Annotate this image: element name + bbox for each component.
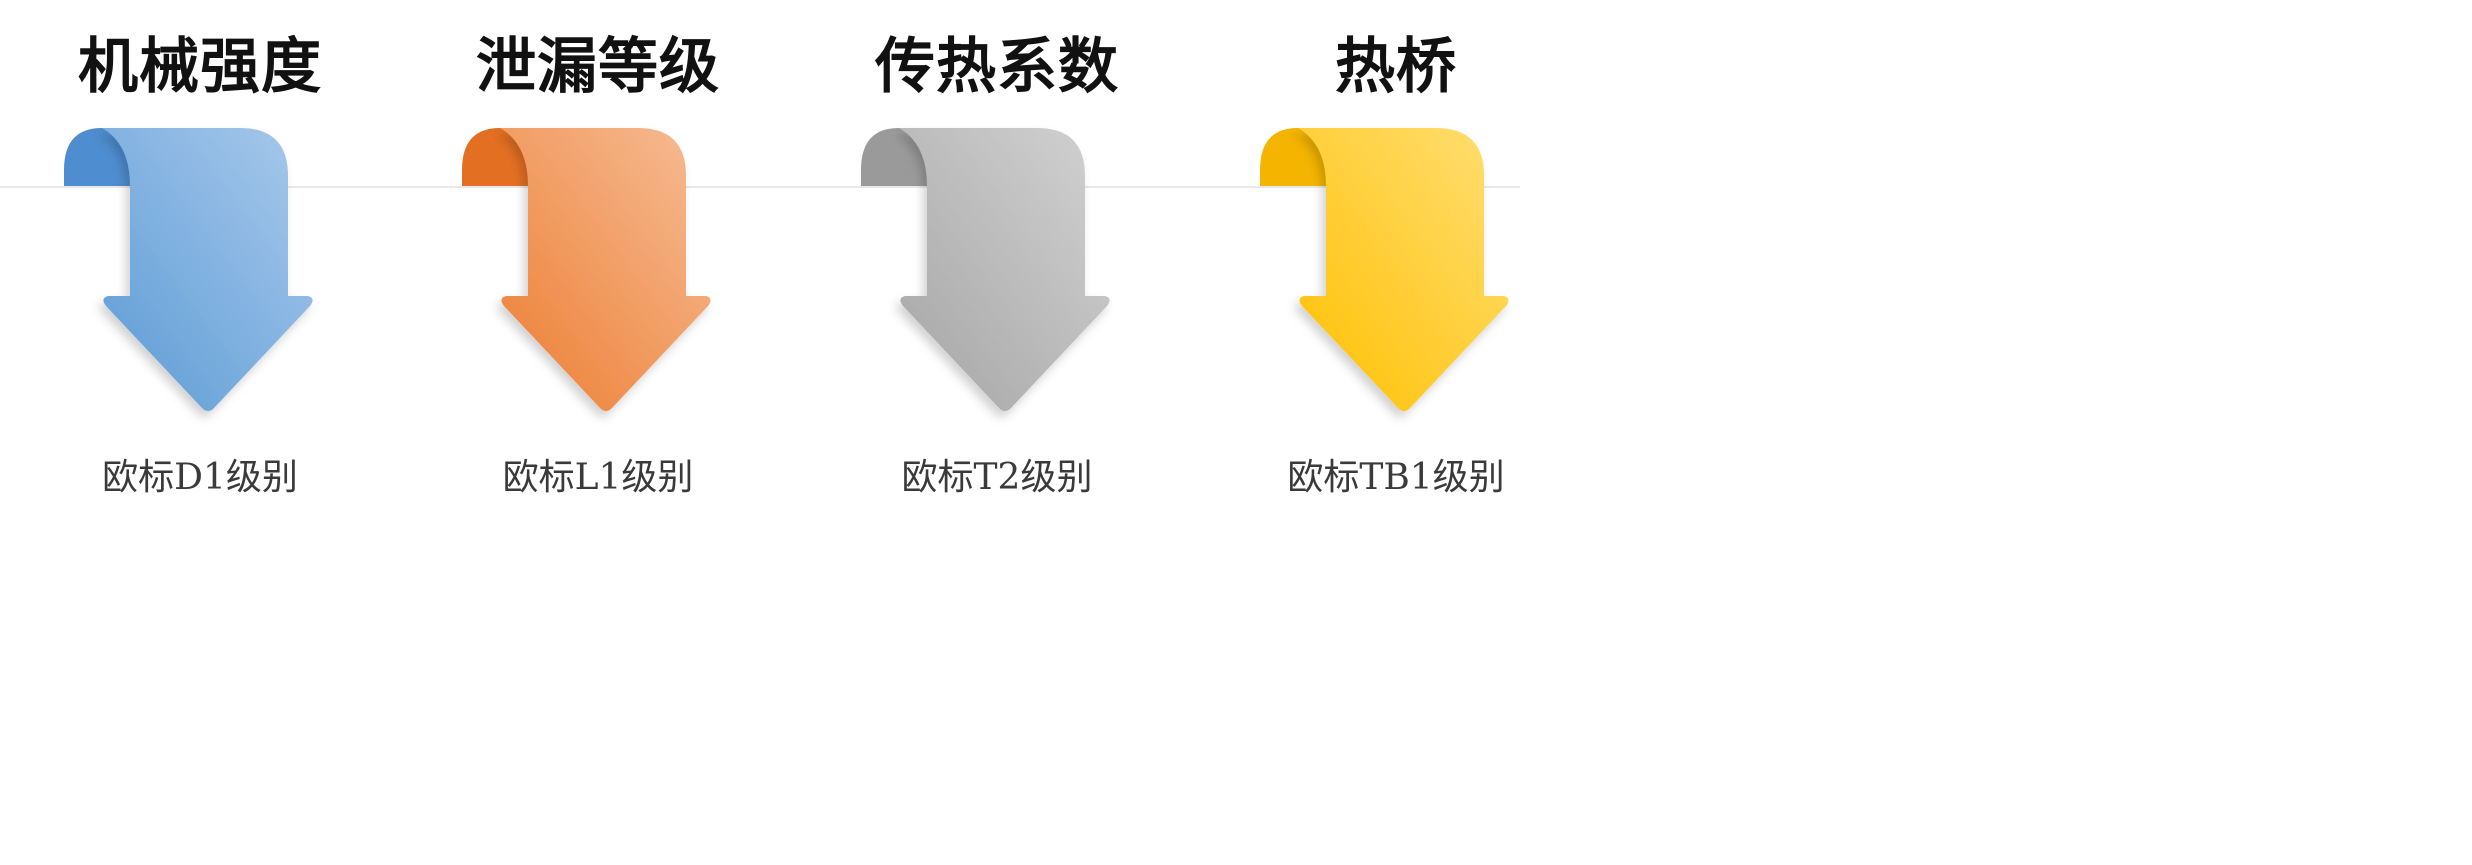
down-arrow-icon: [861, 128, 1110, 411]
horizontal-divider: [0, 186, 1520, 188]
item-mechanical-strength: 机械强度 欧标D1级别: [0, 0, 400, 543]
down-arrow-icon: [64, 128, 313, 411]
arrow-body: [500, 128, 711, 411]
item-caption: 欧标D1级别: [102, 457, 298, 498]
item-title: 机械强度: [78, 32, 322, 102]
arrow-curl: [462, 128, 530, 186]
arrow-curl: [1260, 128, 1328, 186]
arrow-body: [102, 128, 313, 411]
down-arrow-icon: [1260, 128, 1509, 411]
item-caption: 欧标TB1级别: [1287, 457, 1505, 498]
item-title: 热桥: [1335, 32, 1457, 102]
arrow-curl: [64, 128, 132, 186]
down-arrow-icon: [462, 128, 711, 411]
item-caption: 欧标L1级别: [502, 457, 694, 498]
item-heat-transfer-coefficient: 传热系数 欧标T2级别: [797, 0, 1197, 543]
arrow-body: [1298, 128, 1509, 411]
item-caption: 欧标T2级别: [901, 457, 1093, 498]
item-title: 泄漏等级: [476, 32, 720, 102]
item-title: 传热系数: [875, 32, 1119, 102]
item-thermal-bridge: 热桥 欧标TB1级别: [1196, 0, 1596, 543]
diagram-stage: 机械强度 欧标D1级别 泄漏等级 欧标L1级别 传热系数 欧标T2级别 热桥 欧…: [0, 0, 1568, 543]
arrow-body: [899, 128, 1110, 411]
item-leakage-level: 泄漏等级 欧标L1级别: [398, 0, 798, 543]
arrow-curl: [861, 128, 929, 186]
